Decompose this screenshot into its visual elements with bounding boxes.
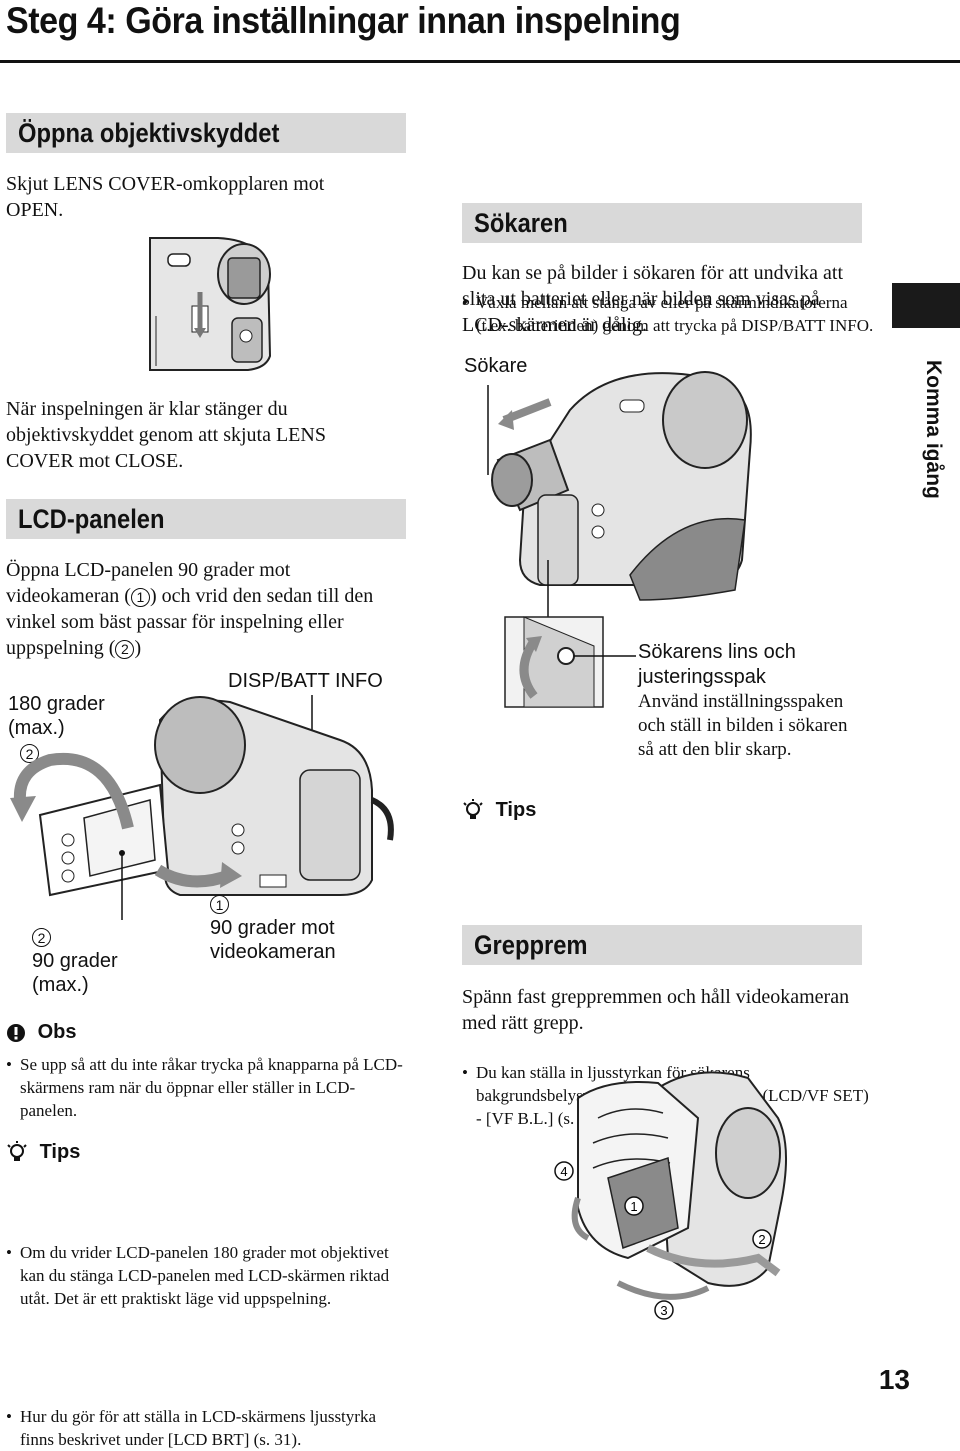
display-toggle-bullet: Växla mellan att stänga av eller på skär… xyxy=(462,291,881,337)
label-90-camera-line2: videokameran xyxy=(210,941,336,963)
side-tab-marker xyxy=(892,283,960,328)
label-180-degrees: 180 grader (max.) 2 xyxy=(8,692,105,764)
label-90-max-line1: 90 grader xyxy=(32,950,118,972)
notes-heading-row: Obs xyxy=(6,1020,76,1044)
label-90-max: 2 90 grader (max.) xyxy=(32,925,118,997)
page-number: 13 xyxy=(878,1364,910,1395)
lcd-instruction-text-3: ) xyxy=(134,637,142,659)
viewfinder-illustration xyxy=(487,371,752,620)
label-90-camera-step: 1 xyxy=(210,895,229,915)
step-marker-1: 1 xyxy=(130,587,150,607)
lens-cover-illustration xyxy=(149,237,272,371)
label-90-camera: 1 90 grader mot videokameran xyxy=(210,892,336,964)
warning-icon xyxy=(7,1023,25,1042)
lever-callout: Sökarens lins och justeringsspak Använd … xyxy=(638,640,868,762)
lever-title-line2: justeringsspak xyxy=(638,666,766,688)
title-rule xyxy=(0,60,960,63)
lcd-tips-heading-row: Tips xyxy=(6,1140,80,1165)
viewfinder-intro: Du kan se på bilder i sökaren för att un… xyxy=(462,262,843,336)
lcd-tips-heading: Tips xyxy=(39,1141,81,1163)
lens-cover-closing-note: När inspelningen är klar stänger du obje… xyxy=(6,398,326,472)
grip-belt-heading: Grepprem xyxy=(462,925,862,965)
lens-cover-instruction: Skjut LENS COVER-omkopplaren mot OPEN. xyxy=(6,173,325,221)
lcd-panel-heading: LCD-panelen xyxy=(6,499,406,539)
grip-step-1: 1 xyxy=(630,1199,637,1214)
grip-belt-instruction: Spänn fast greppremmen och håll videokam… xyxy=(462,986,850,1034)
label-180-line2: (max.) xyxy=(8,717,65,739)
label-90-max-step: 2 xyxy=(32,928,51,948)
disp-batt-info-label: DISP/BATT INFO xyxy=(228,670,383,692)
viewfinder-tip-text-2: (LCD/VF SET) - [VF B.L.] (s. 38). xyxy=(476,1086,869,1129)
grip-belt-illustration: 4 1 2 3 xyxy=(554,1071,787,1320)
lightbulb-icon xyxy=(463,798,483,819)
label-180-line1: 180 grader xyxy=(8,693,105,715)
lens-cover-heading: Öppna objektivskyddet xyxy=(6,113,406,153)
grip-step-2: 2 xyxy=(758,1232,765,1247)
lcd-instruction-text-1: Öppna LCD-panelen 90 grader mot videokam… xyxy=(6,559,291,607)
label-90-max-line2: (max.) xyxy=(32,974,89,996)
label-90-camera-line1: 90 grader mot xyxy=(210,917,335,939)
lcd-tip-item-1: Om du vrider LCD-panelen 180 grader mot … xyxy=(6,1241,405,1310)
adjustment-lever-illustration xyxy=(504,616,636,708)
viewfinder-label: Sökare xyxy=(464,355,528,377)
grip-step-3: 3 xyxy=(660,1303,667,1318)
lcd-panel-illustration xyxy=(10,695,394,920)
lcd-panel-instruction: Öppna LCD-panelen 90 grader mot videokam… xyxy=(6,557,396,661)
step-marker-2: 2 xyxy=(115,639,135,659)
note-item: Se upp så att du inte råkar trycka på kn… xyxy=(6,1053,405,1122)
viewfinder-tips-heading-row: Tips xyxy=(462,798,536,823)
viewfinder-tips-heading: Tips xyxy=(495,799,537,821)
lightbulb-icon xyxy=(7,1140,27,1161)
grip-step-4: 4 xyxy=(560,1164,567,1179)
side-tab-label: Komma igång xyxy=(922,360,945,499)
label-180-step: 2 xyxy=(20,744,39,764)
viewfinder-heading: Sökaren xyxy=(462,203,862,243)
notes-heading: Obs xyxy=(37,1021,77,1043)
lcd-instruction-text-2: ) och vrid den sedan till den vinkel som… xyxy=(6,585,374,659)
page-title: Steg 4: Göra inställningar innan inspeln… xyxy=(6,0,681,41)
lever-description: Använd inställningsspaken och ställ in b… xyxy=(638,691,848,760)
lcd-tip-item-2: Hur du gör för att ställa in LCD-skärmen… xyxy=(6,1405,405,1451)
lever-title-line1: Sökarens lins och xyxy=(638,641,796,663)
